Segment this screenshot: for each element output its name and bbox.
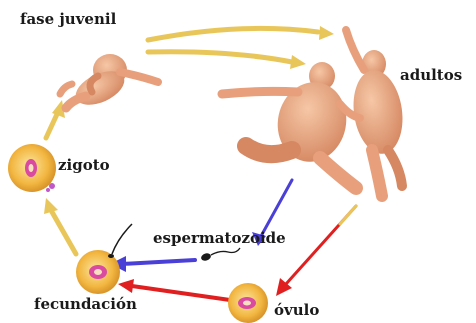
label-adultos: adultos	[400, 68, 462, 83]
sperm-cell	[200, 248, 240, 262]
sperm-arrow	[110, 180, 292, 272]
zygote-cell	[8, 144, 56, 192]
label-fecundacion: fecundación	[34, 297, 137, 312]
ovum-cell	[228, 283, 268, 323]
ovum-arrow	[118, 206, 356, 300]
label-zigoto: zigoto	[58, 158, 110, 173]
juvenile-figure	[60, 54, 158, 112]
label-espermatozoide: espermatozoide	[153, 231, 286, 246]
arrow-juvenile-to-adults	[148, 26, 334, 69]
label-ovulo: óvulo	[274, 303, 319, 318]
label-fase-juvenil: fase juvenil	[20, 12, 116, 27]
arrow-fertilization-to-zygote	[44, 198, 76, 254]
